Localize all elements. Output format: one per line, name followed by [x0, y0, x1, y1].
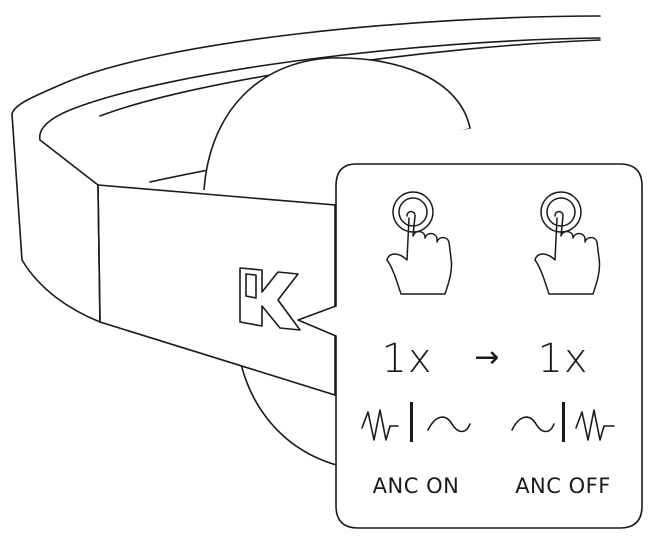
smooth-wave-icon	[511, 416, 555, 433]
k-logo-icon	[239, 267, 301, 331]
slider-arm	[97, 184, 336, 397]
right-tap-count: 1x	[537, 336, 589, 382]
anc-on-label: ANC ON	[372, 474, 460, 498]
noisy-wave-icon	[361, 409, 399, 441]
separator-bar	[410, 402, 413, 442]
anc-off-label: ANC OFF	[515, 474, 611, 498]
finger-tap-icon	[534, 191, 601, 295]
left-tap-count: 1x	[381, 336, 433, 382]
finger-tap-icon	[386, 191, 453, 295]
noisy-wave-icon	[575, 409, 615, 441]
separator-bar	[562, 402, 565, 442]
smooth-wave-icon	[427, 416, 471, 433]
transition-arrow: →	[474, 340, 500, 375]
callout-panel	[297, 163, 643, 529]
